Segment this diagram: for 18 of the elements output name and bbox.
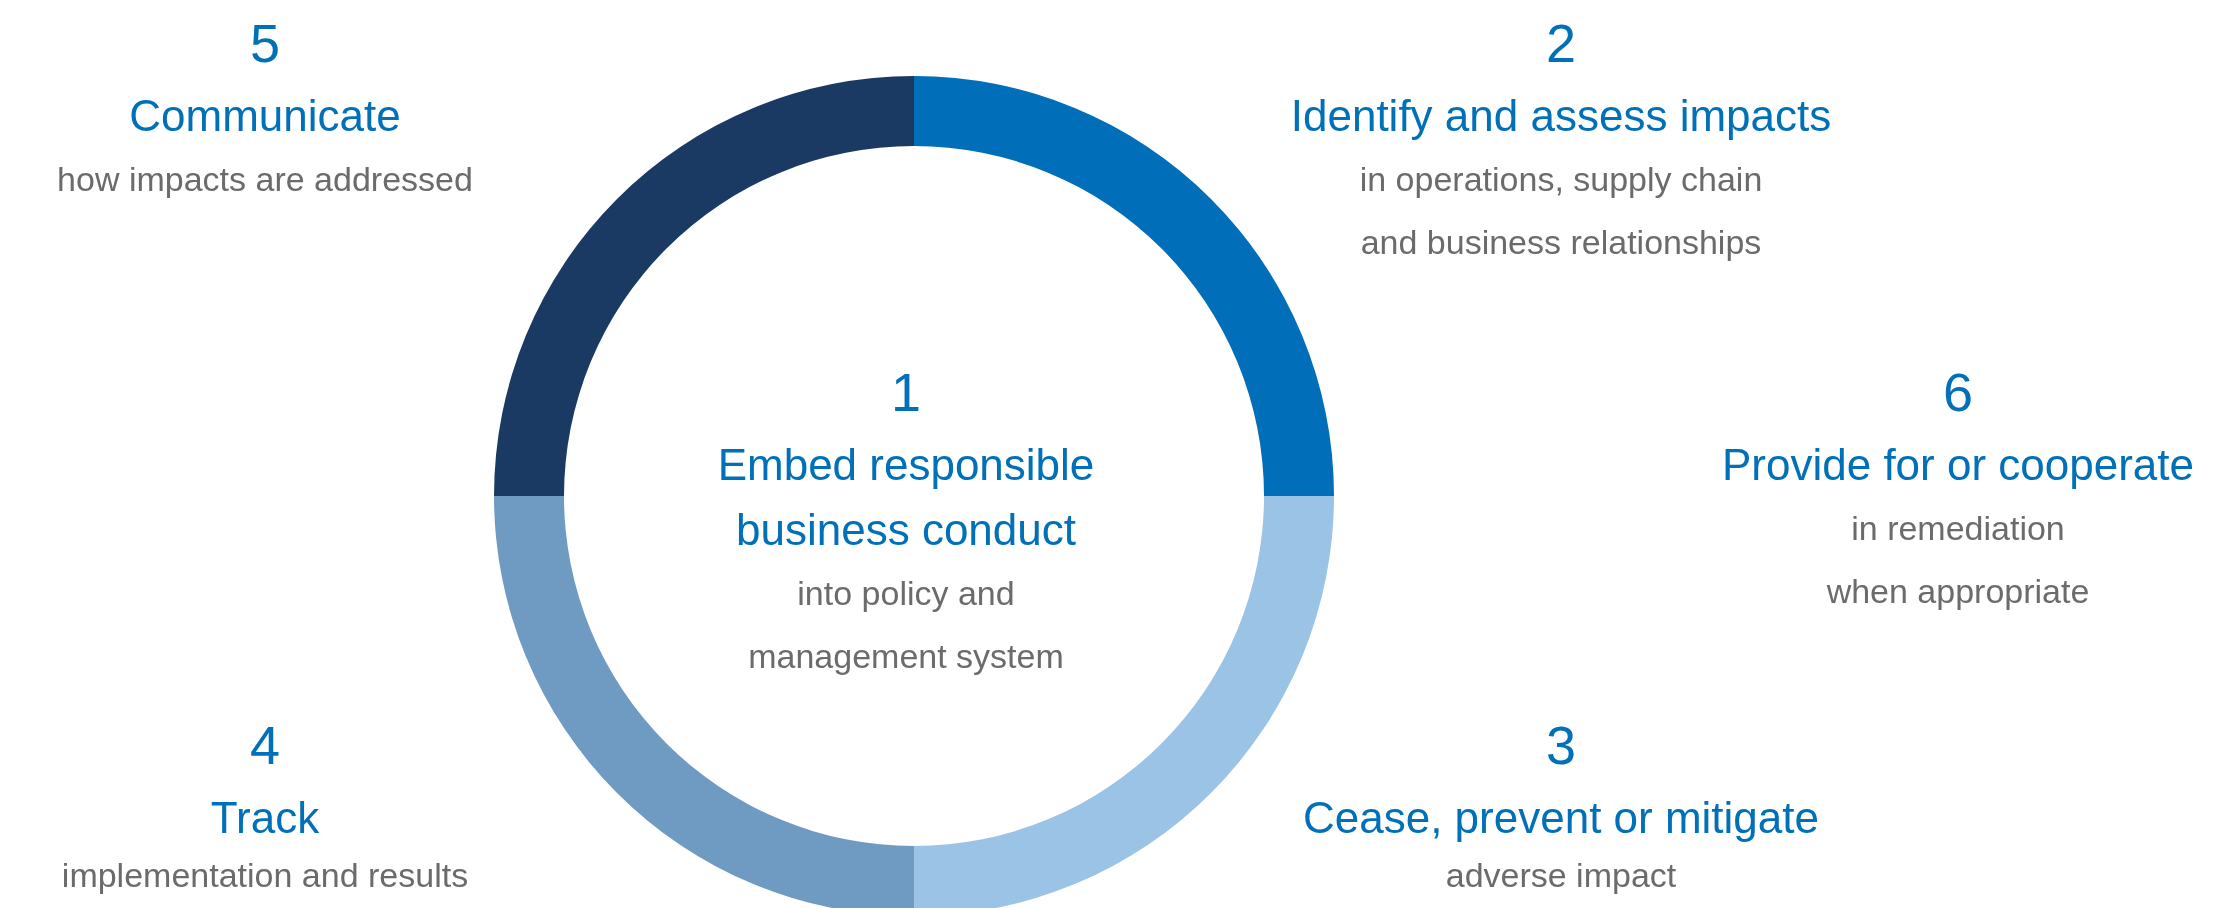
step-description: in operations, supply chain and business relationships: [1358, 159, 1764, 263]
step-number: 1: [889, 361, 922, 424]
step-description: adverse impact: [1444, 855, 1678, 896]
step-title: Embed responsible business conduct: [716, 439, 1096, 556]
step-number: 2: [1544, 12, 1577, 75]
step-title: Communicate: [128, 90, 402, 142]
step-description: in remediation when appropriate: [1825, 508, 2091, 612]
step-description: into policy and management system: [747, 573, 1065, 677]
step-title: Provide for or cooperate: [1720, 439, 2195, 491]
step-title: Identify and assess impacts: [1289, 90, 1833, 142]
step-title: Cease, prevent or mitigate: [1301, 792, 1820, 844]
step-number: 5: [248, 12, 281, 75]
step-description: how impacts are addressed: [56, 159, 474, 200]
step-number: 4: [248, 714, 281, 777]
step-number: 6: [1941, 361, 1974, 424]
step-number: 3: [1544, 714, 1577, 777]
step-description: implementation and results: [60, 855, 470, 896]
step-title: Track: [209, 792, 321, 844]
